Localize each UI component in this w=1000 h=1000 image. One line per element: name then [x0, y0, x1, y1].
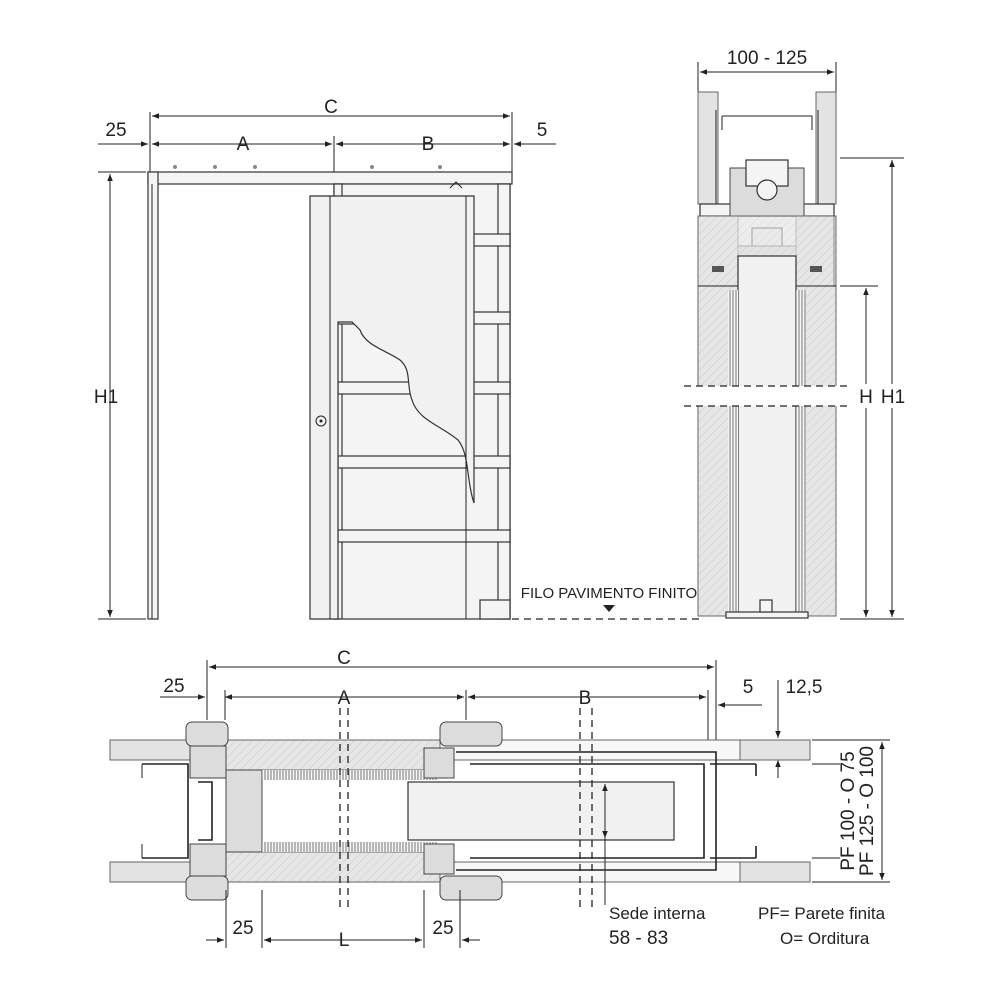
plan-5-label: 5	[743, 677, 754, 698]
elevation-h1-label: H1	[94, 387, 118, 408]
plan-axis-lines	[339, 708, 593, 910]
section-h-label: H	[859, 387, 873, 408]
plan-pf-line2: PF 125 - O 100	[857, 746, 878, 876]
vertical-section-view: 100 - 125	[684, 48, 905, 620]
plan-12-5-label: 12,5	[786, 677, 823, 698]
plan-a-label: A	[338, 688, 351, 709]
plan-dim-c: C	[206, 648, 717, 740]
section-width-label: 100 - 125	[727, 48, 807, 69]
plan-25-right-label: 25	[432, 918, 453, 939]
section-dim-h1: H1	[840, 157, 905, 617]
sede-line2: 58 - 83	[609, 928, 668, 949]
plan-view: C A B 25 5 12,5	[109, 648, 890, 951]
elevation-dim-25: 25	[98, 120, 148, 147]
section-break-lines	[684, 385, 850, 407]
section-dim-h: H	[840, 285, 904, 620]
plan-b-label: B	[579, 688, 592, 709]
elevation-dim-c: C	[149, 97, 513, 172]
plan-dim-pf: PF 100 - O 75 PF 125 - O 100	[812, 739, 890, 883]
elevation-view: C A B 25 5 H1	[94, 97, 700, 620]
section-door-leaf	[725, 255, 809, 619]
plan-dim-bottom: 25 L 25	[206, 890, 480, 951]
elevation-c-label: C	[324, 97, 338, 118]
sede-line1: Sede interna	[609, 904, 706, 923]
section-h1-label: H1	[881, 387, 905, 408]
elevation-dim-a-b: A B	[152, 134, 510, 172]
legend-o: O= Orditura	[780, 929, 870, 948]
section-top-wall	[697, 91, 837, 205]
elevation-25-label: 25	[105, 120, 126, 141]
section-dim-width: 100 - 125	[697, 48, 837, 105]
plan-25-left-label: 25	[232, 918, 253, 939]
plan-brush-strips	[262, 770, 438, 852]
plan-legend: PF= Parete finita O= Orditura	[758, 904, 886, 948]
plan-dim-5: 5	[718, 677, 762, 708]
plan-pf-line1: PF 100 - O 75	[838, 751, 859, 870]
plan-c-label: C	[337, 648, 351, 669]
plan-pocket-jamb	[423, 721, 757, 901]
door-frame	[147, 165, 513, 620]
plan-dim-25-top: 25	[160, 676, 205, 700]
elevation-a-label: A	[237, 134, 250, 155]
plan-left-jamb	[141, 721, 263, 901]
elevation-b-label: B	[422, 134, 435, 155]
legend-pf: PF= Parete finita	[758, 904, 886, 923]
plan-dim-12-5: 12,5	[775, 677, 823, 778]
elevation-5-label: 5	[537, 120, 548, 141]
plan-walls	[109, 739, 811, 883]
floor-line: FILO PAVIMENTO FINITO	[512, 585, 700, 620]
elevation-dim-h1: H1	[94, 171, 146, 620]
sliding-door-leaf	[309, 181, 475, 620]
plan-dim-a-b: A B	[224, 688, 709, 740]
floor-label: FILO PAVIMENTO FINITO	[521, 585, 697, 602]
elevation-dim-5: 5	[514, 120, 556, 147]
plan-sede-interna: Sede interna 58 - 83	[602, 784, 706, 949]
plan-l-label: L	[339, 930, 350, 951]
plan-25-top-label: 25	[163, 676, 184, 697]
plan-door-leaf	[407, 781, 675, 841]
